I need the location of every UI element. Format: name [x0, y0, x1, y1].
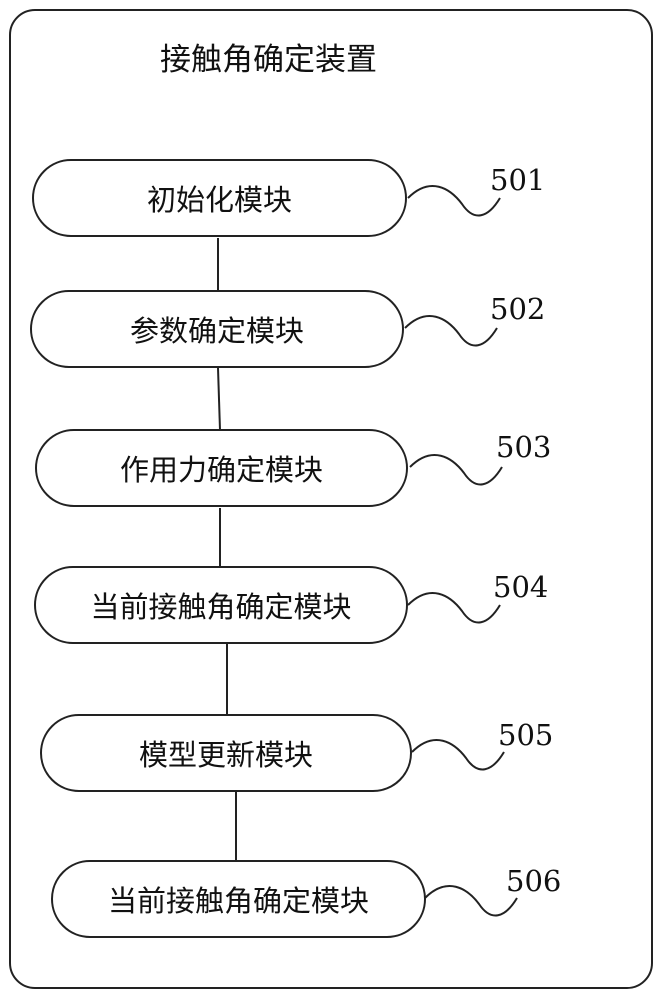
ref-503: 503: [496, 430, 551, 464]
module-505-model-update: 模型更新模块: [40, 714, 412, 792]
module-501-initialization: 初始化模块: [32, 159, 407, 237]
ref-501: 501: [490, 163, 545, 197]
module-506-current-contact-angle: 当前接触角确定模块: [51, 860, 426, 938]
connector-502-503: [218, 368, 220, 430]
leader-503: [410, 455, 502, 485]
ref-505: 505: [498, 718, 553, 752]
module-501-label: 初始化模块: [147, 177, 292, 219]
leader-501: [408, 186, 500, 216]
module-504-label: 当前接触角确定模块: [90, 584, 351, 626]
ref-502: 502: [490, 292, 545, 326]
module-505-label: 模型更新模块: [139, 732, 313, 774]
leader-502: [405, 316, 497, 346]
ref-504: 504: [493, 570, 548, 604]
module-504-current-contact-angle: 当前接触角确定模块: [34, 566, 408, 644]
module-503-force-determination: 作用力确定模块: [35, 429, 408, 507]
leader-504: [408, 593, 500, 623]
module-503-label: 作用力确定模块: [120, 447, 323, 489]
leader-506: [425, 886, 517, 916]
module-506-label: 当前接触角确定模块: [108, 878, 369, 920]
module-502-label: 参数确定模块: [130, 308, 304, 350]
module-502-parameter-determination: 参数确定模块: [30, 290, 404, 368]
leader-505: [412, 740, 504, 770]
ref-506: 506: [506, 864, 561, 898]
